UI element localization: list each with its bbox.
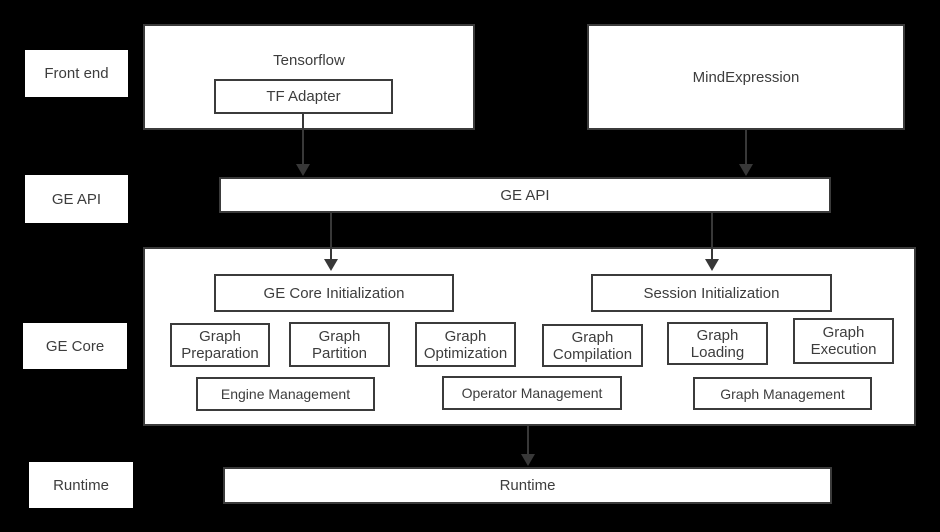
tensorflow-title: Tensorflow — [273, 52, 345, 69]
tf-adapter-label: TF Adapter — [266, 88, 341, 105]
runtime-bar: Runtime — [223, 467, 832, 504]
graph-partition-box: Graph Partition — [289, 322, 390, 367]
graph-management-box: Graph Management — [693, 377, 872, 410]
arrow-mindexpression-to-ge-api — [739, 130, 753, 176]
graph-compilation-label: Graph Compilation — [552, 328, 633, 363]
arrow-head-icon — [296, 164, 310, 176]
operator-management-label: Operator Management — [461, 385, 603, 401]
engine-management-box: Engine Management — [196, 377, 375, 411]
layer-label-runtime-text: Runtime — [53, 476, 109, 494]
mindexpression-box: MindExpression — [587, 24, 905, 130]
arrow-tf-adapter-to-ge-api — [296, 114, 310, 176]
graph-compilation-box: Graph Compilation — [542, 324, 643, 367]
arrow-shaft — [745, 130, 747, 164]
ge-core-box: GE Core Initialization Session Initializ… — [143, 247, 916, 426]
arrow-shaft — [330, 213, 332, 259]
ge-core-initialization-box: GE Core Initialization — [214, 274, 454, 312]
graph-optimization-box: Graph Optimization — [415, 322, 516, 367]
graph-preparation-label: Graph Preparation — [181, 328, 259, 362]
session-initialization-box: Session Initialization — [591, 274, 832, 312]
tf-adapter-box: TF Adapter — [214, 79, 393, 114]
graph-preparation-box: Graph Preparation — [170, 323, 270, 367]
layer-label-runtime: Runtime — [29, 462, 133, 508]
runtime-bar-label: Runtime — [499, 477, 556, 494]
arrow-ge-api-to-session-init — [705, 213, 719, 271]
arrow-shaft — [527, 426, 529, 454]
arrow-head-icon — [521, 454, 535, 466]
ge-core-initialization-label: GE Core Initialization — [263, 284, 405, 302]
arrow-ge-core-to-runtime — [521, 426, 535, 466]
arrow-head-icon — [705, 259, 719, 271]
session-initialization-label: Session Initialization — [643, 284, 780, 302]
ge-api-bar-label: GE API — [500, 186, 550, 204]
layer-label-ge-api: GE API — [25, 175, 128, 223]
arrow-shaft — [302, 114, 304, 164]
layer-label-ge-core: GE Core — [23, 323, 127, 369]
tensorflow-box: Tensorflow TF Adapter — [143, 24, 475, 130]
layer-label-front-end: Front end — [25, 50, 128, 97]
graph-management-label: Graph Management — [720, 385, 845, 402]
arrow-ge-api-to-ge-core-init — [324, 213, 338, 271]
arrow-shaft — [711, 213, 713, 259]
graph-execution-label: Graph Execution — [810, 324, 877, 358]
graph-loading-label: Graph Loading — [690, 326, 745, 361]
layer-label-front-end-text: Front end — [44, 65, 109, 82]
graph-loading-box: Graph Loading — [667, 322, 768, 365]
operator-management-box: Operator Management — [442, 376, 622, 410]
layer-label-ge-core-text: GE Core — [45, 337, 105, 355]
arrow-head-icon — [324, 259, 338, 271]
engine-management-label: Engine Management — [220, 386, 351, 402]
graph-partition-label: Graph Partition — [311, 327, 368, 362]
layer-label-ge-api-text: GE API — [51, 190, 102, 208]
arrow-head-icon — [739, 164, 753, 176]
ge-api-bar: GE API — [219, 177, 831, 213]
graph-optimization-label: Graph Optimization — [423, 327, 508, 362]
graph-execution-box: Graph Execution — [793, 318, 894, 364]
mindexpression-label: MindExpression — [692, 68, 800, 86]
